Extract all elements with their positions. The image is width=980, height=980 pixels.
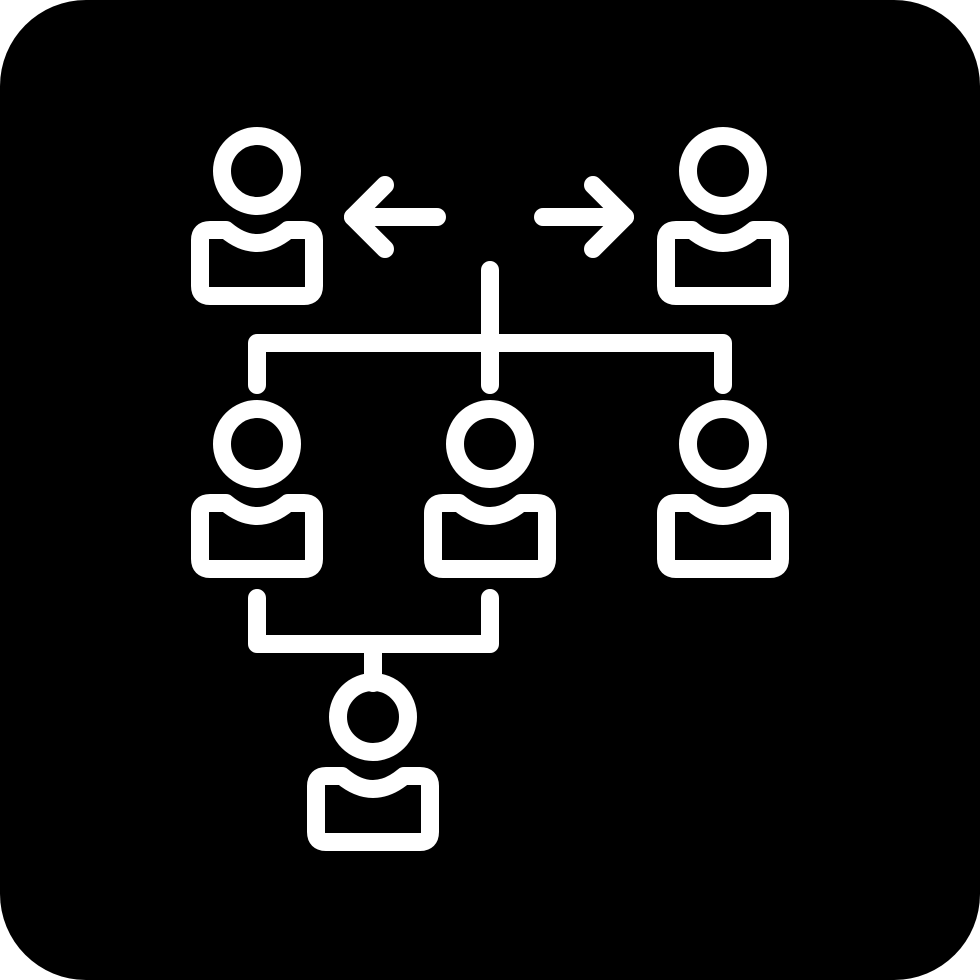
person-icon-middle-center bbox=[424, 400, 556, 578]
person-icon-top-left bbox=[191, 127, 323, 305]
left-arrow-icon bbox=[344, 176, 446, 258]
person-icon-middle-left bbox=[191, 400, 323, 578]
right-arrow-icon bbox=[534, 176, 634, 258]
person-icon-middle-right bbox=[657, 400, 789, 578]
person-icon-bottom bbox=[307, 673, 439, 851]
hierarchy-connector-top bbox=[248, 297, 732, 394]
people-group bbox=[191, 127, 789, 851]
connector-lines bbox=[248, 176, 732, 692]
person-icon-top-right bbox=[657, 127, 789, 305]
